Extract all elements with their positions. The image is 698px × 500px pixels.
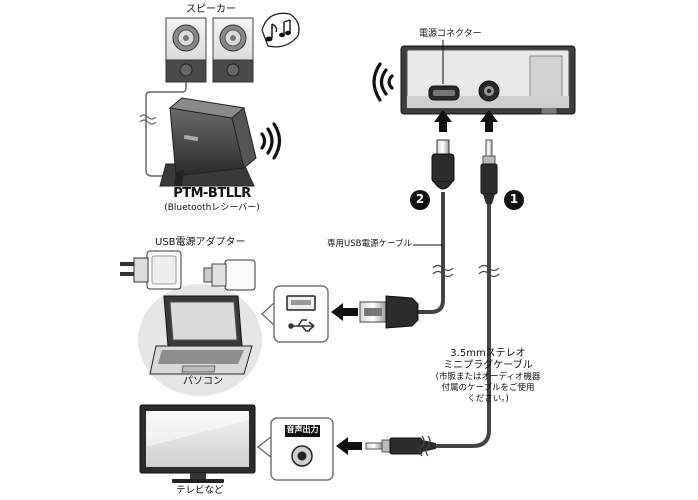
step-2-badge (410, 190, 430, 210)
wireless-signal-icon (372, 62, 394, 102)
pc-label: パソコン (183, 376, 223, 387)
micro-usb-plug (431, 139, 455, 190)
speakers (165, 17, 254, 83)
cable-break-marks (432, 264, 500, 278)
step-2-number: 2 (415, 192, 425, 206)
receiver-desc-label: (Bluetoothレシーバー) (164, 203, 260, 213)
stereo-note-1: (市販またはオーディオ機器 (435, 372, 541, 382)
music-note-icon (261, 12, 300, 48)
audio-out-callout (257, 417, 334, 481)
stereo-plug-bottom (365, 437, 436, 455)
stereo-note-3: ください。) (467, 394, 509, 404)
receiver-panel (400, 45, 576, 115)
bluetooth-receiver (159, 97, 257, 187)
usb-adapter-label: USB電源アダプター (155, 237, 246, 248)
speaker-label: スピーカー (186, 4, 236, 15)
usb-icon (288, 319, 315, 332)
stereo-note-2: 付属のケーブルをご使用 (441, 383, 535, 393)
tv-label: テレビなど (176, 485, 224, 496)
usb-port-callout (261, 285, 329, 343)
pc-group (120, 250, 262, 396)
tv (139, 404, 256, 483)
insert-arrow-icon (331, 303, 358, 321)
insert-arrow-icon (434, 110, 498, 132)
usb-a-plug (359, 295, 419, 329)
audio-out-label: 音声出力 (286, 425, 319, 434)
power-connector-label: 電源コネクター (419, 29, 482, 39)
speaker-cable (145, 82, 187, 177)
stereo-cable-label-2: ミニプラグケーブル (443, 360, 533, 371)
wireless-signal-icon (260, 122, 282, 160)
receiver-model-label: PTM-BTLLR (173, 186, 251, 201)
insert-arrow-icon (336, 437, 362, 455)
stereo-plug-top (480, 139, 498, 204)
usb-power-cable (412, 192, 445, 314)
audio-jack-port (478, 80, 500, 102)
stereo-cable-label-1: 3.5mmステレオ (450, 348, 526, 359)
power-connector-port (428, 85, 460, 101)
usb-cable-label: 専用USB電源ケーブル (327, 239, 412, 249)
stereo-cable (436, 204, 491, 448)
step-1-badge (504, 190, 524, 210)
step-1-number: 1 (509, 192, 519, 206)
